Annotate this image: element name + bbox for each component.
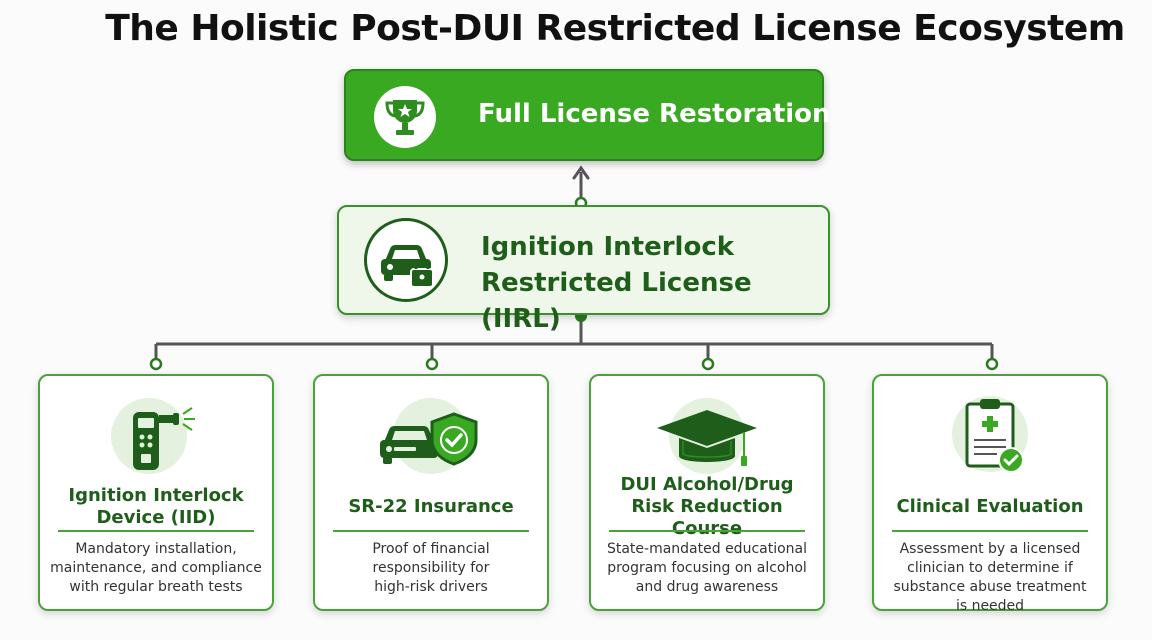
car-lock-icon <box>364 218 448 302</box>
connector-node <box>425 357 439 371</box>
arrow-head <box>572 165 590 180</box>
card-title-line1: Ignition Interlock <box>68 485 244 506</box>
connector-node <box>701 357 715 371</box>
iirl-label-line2: Restricted License (IIRL) <box>481 268 752 334</box>
requirement-card-iid: Ignition Interlock Device (IID) Mandator… <box>38 374 274 611</box>
connector-node <box>985 357 999 371</box>
card-description: Mandatory installation, maintenance, and… <box>48 540 264 597</box>
iirl-label-line1: Ignition Interlock <box>481 232 735 262</box>
clipboard-check-icon <box>937 394 1043 500</box>
card-title-line1: Clinical Evaluation <box>896 496 1084 517</box>
graduation-cap-icon <box>654 394 760 500</box>
card-title: SR-22 Insurance <box>323 484 539 530</box>
car-shield-icon <box>378 394 484 500</box>
iirl-label: Ignition Interlock Restricted License (I… <box>481 229 821 337</box>
card-desc-line: Mandatory installation, <box>75 541 237 557</box>
card-title-line1: DUI Alcohol/Drug <box>620 474 794 495</box>
card-title: Ignition Interlock Device (IID) <box>48 484 264 530</box>
card-desc-line: Proof of financial <box>372 541 490 557</box>
card-title-line2: Risk Reduction Course <box>631 496 783 539</box>
iirl-node: Ignition Interlock Restricted License (I… <box>337 205 830 334</box>
card-title: Clinical Evaluation <box>882 484 1098 530</box>
card-desc-line: clinician to determine if <box>907 560 1073 576</box>
card-desc-line: State-mandated educational <box>606 541 808 557</box>
card-divider <box>892 530 1088 532</box>
card-title-line2: Device (IID) <box>96 507 216 528</box>
card-desc-line: substance abuse treatment <box>893 579 1087 595</box>
restoration-label: Full License Restoration <box>478 99 831 129</box>
card-title: DUI Alcohol/Drug Risk Reduction Course <box>599 474 815 539</box>
card-desc-line: program focusing on alcohol <box>607 560 807 576</box>
requirement-card-dui-course: DUI Alcohol/Drug Risk Reduction Course S… <box>589 374 825 611</box>
requirement-card-sr22: SR-22 Insurance Proof of financial respo… <box>313 374 549 611</box>
connector-node <box>149 357 163 371</box>
card-description: Assessment by a licensed clinician to de… <box>882 540 1098 616</box>
card-divider <box>609 530 805 532</box>
card-desc-line: high-risk drivers <box>374 579 488 595</box>
card-desc-line: Assessment by a licensed <box>899 541 1081 557</box>
card-description: Proof of financial responsibility for hi… <box>323 540 539 597</box>
trophy-icon <box>374 86 436 148</box>
card-divider <box>58 530 254 532</box>
card-desc-line: and drug awareness <box>635 579 779 595</box>
card-description: State-mandated educational program focus… <box>599 540 815 597</box>
requirement-card-clinical-evaluation: Clinical Evaluation Assessment by a lice… <box>872 374 1108 614</box>
card-desc-line: is needed <box>955 598 1025 614</box>
card-desc-line: responsibility for <box>372 560 490 576</box>
card-desc-line: maintenance, and compliance <box>50 560 262 576</box>
card-divider <box>333 530 529 532</box>
diagram-title: The Holistic Post-DUI Restricted License… <box>105 8 1125 49</box>
card-desc-line: with regular breath tests <box>69 579 243 595</box>
full-license-restoration-node: Full License Restoration <box>344 69 831 161</box>
breathalyzer-icon <box>103 394 209 500</box>
card-title-line1: SR-22 Insurance <box>348 496 514 517</box>
